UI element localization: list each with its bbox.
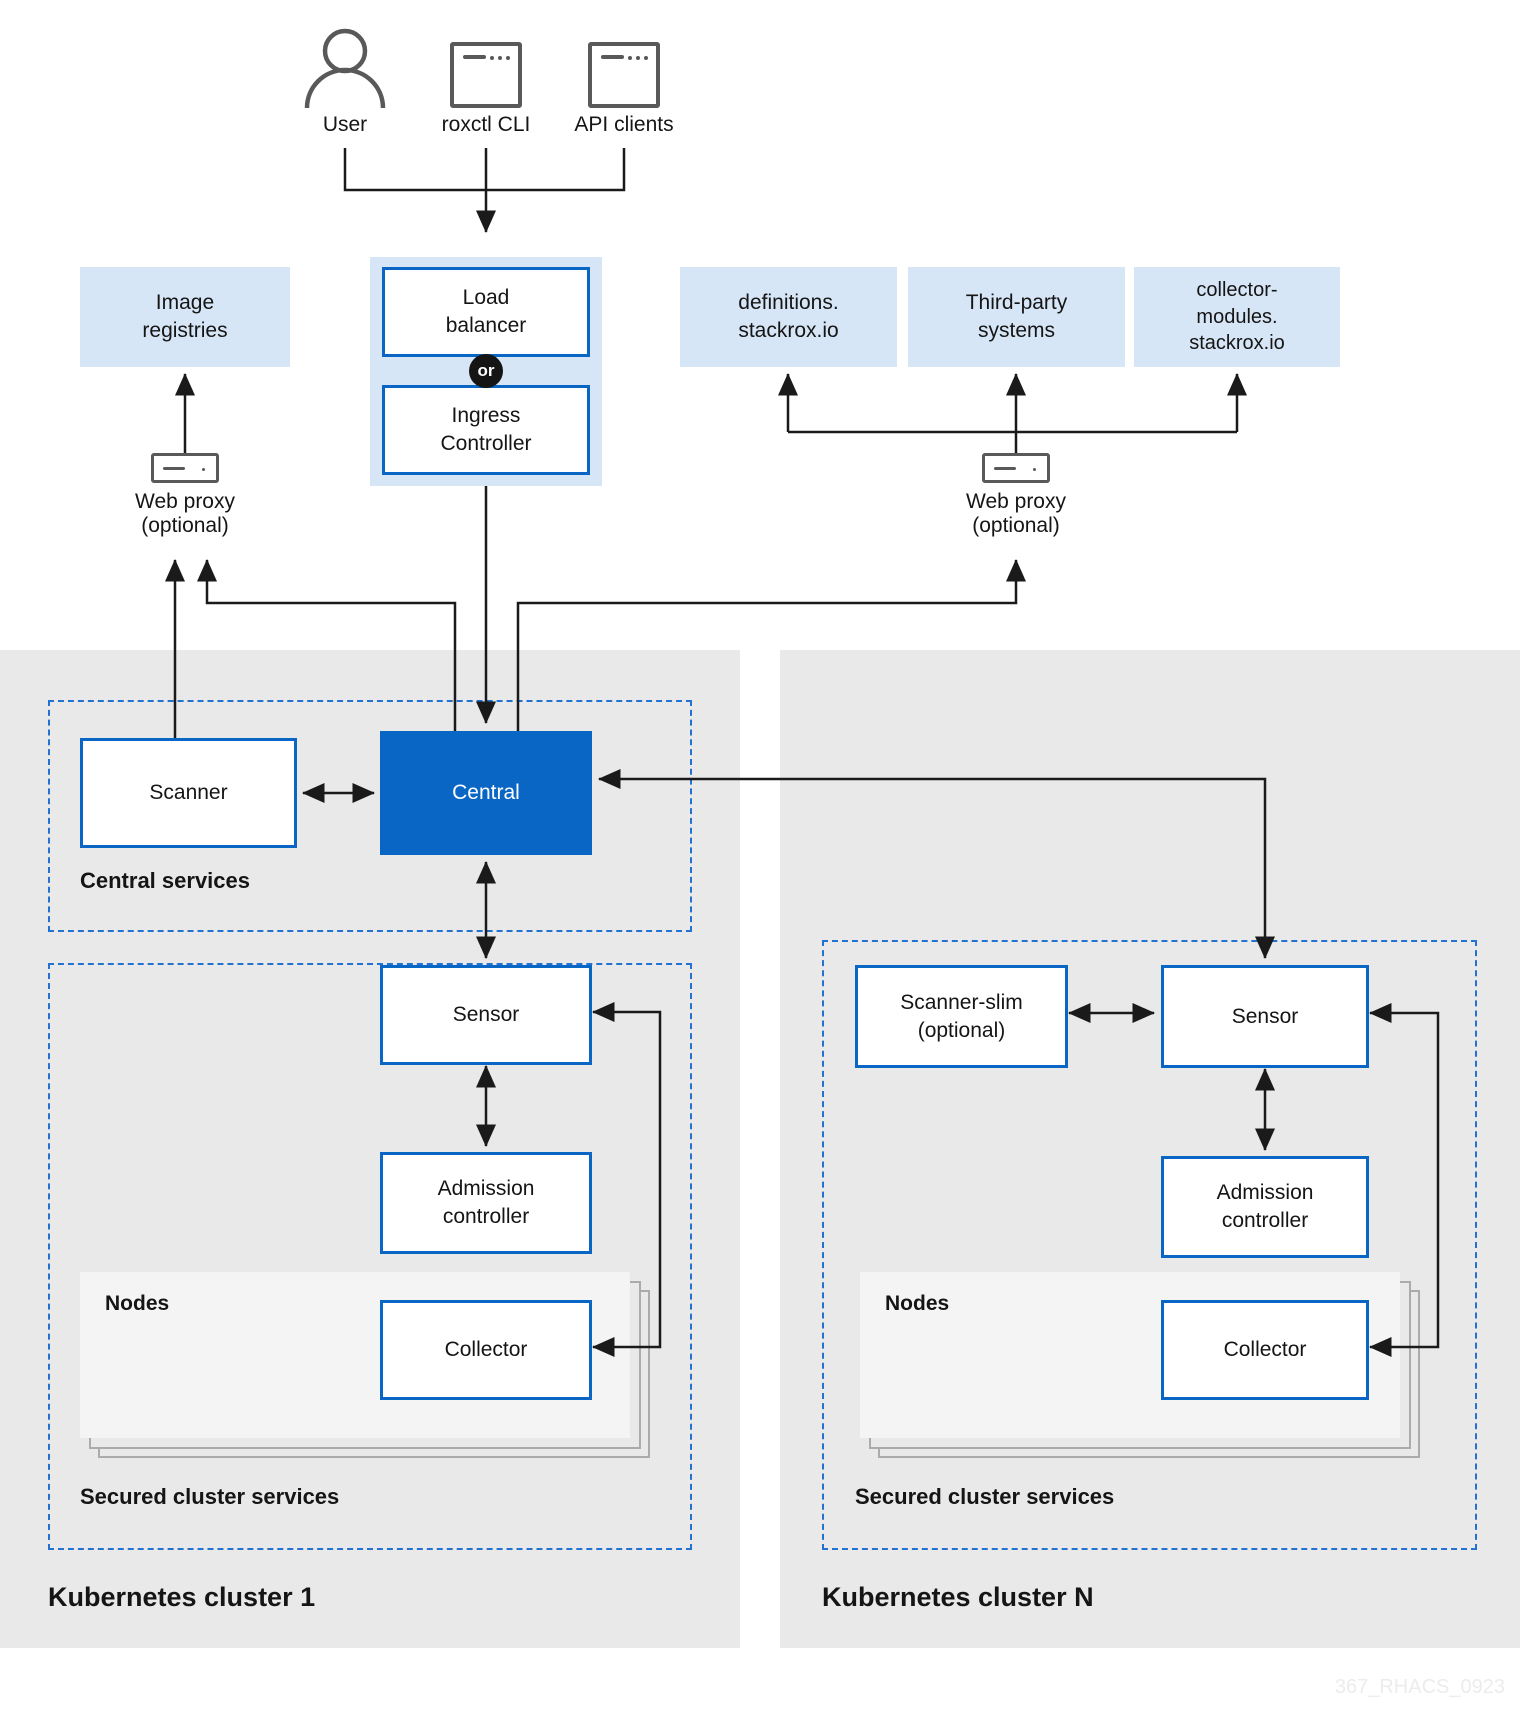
third-party-label: Third-party bbox=[965, 291, 1068, 315]
third-party-systems-box: Third-party systems bbox=[908, 267, 1125, 367]
watermark-text: 367_RHACS_0923 bbox=[1334, 1676, 1505, 1698]
ingress-controller-label: Ingress bbox=[451, 404, 521, 428]
cluster1-title: Kubernetes cluster 1 bbox=[48, 1582, 316, 1612]
central-services-label: Central services bbox=[80, 868, 250, 893]
load-balancer-box: Load balancer bbox=[382, 267, 590, 357]
clusterN-nodes-label: Nodes bbox=[885, 1292, 950, 1315]
web-proxy-right-label: Web proxy (optional) bbox=[966, 490, 1066, 538]
cluster1-collector-box: Collector bbox=[380, 1300, 592, 1400]
user-shoulders bbox=[304, 67, 386, 109]
clusterN-title: Kubernetes cluster N bbox=[822, 1582, 1094, 1612]
definitions-stackrox-box: definitions. stackrox.io bbox=[680, 267, 897, 367]
clusterN-collector-box: Collector bbox=[1161, 1300, 1369, 1400]
user-icon bbox=[304, 28, 386, 109]
user-head bbox=[322, 28, 368, 74]
web-proxy-left-icon bbox=[151, 453, 219, 483]
proxy-dash bbox=[163, 467, 185, 470]
clusterN-secured-label: Secured cluster services bbox=[855, 1484, 1115, 1509]
proxy-dot bbox=[1033, 468, 1036, 471]
scanner-box: Scanner bbox=[80, 738, 297, 848]
clusterN-admission-box: Admission controller bbox=[1161, 1156, 1369, 1258]
connector-actors-merge bbox=[343, 148, 626, 192]
ingress-controller-box: Ingress Controller bbox=[382, 385, 590, 475]
or-badge: or bbox=[469, 354, 503, 388]
roxctl-cli-label: roxctl CLI bbox=[441, 113, 531, 136]
cluster1-admission-box: Admission controller bbox=[380, 1152, 592, 1254]
window-dots bbox=[490, 56, 510, 60]
load-balancer-label: Load bbox=[462, 286, 510, 310]
api-clients-icon bbox=[588, 42, 660, 108]
web-proxy-left-label: Web proxy (optional) bbox=[135, 490, 235, 538]
proxy-dash bbox=[994, 467, 1016, 470]
web-proxy-right-icon bbox=[982, 453, 1050, 483]
cluster1-secured-label: Secured cluster services bbox=[80, 1484, 340, 1509]
clusterN-sensor-box: Sensor bbox=[1161, 965, 1369, 1068]
secured-cluster1-boundary bbox=[48, 963, 692, 1550]
central-box: Central bbox=[380, 731, 592, 855]
roxctl-cli-icon bbox=[450, 42, 522, 108]
user-label: User bbox=[322, 113, 368, 136]
cluster1-nodes-label: Nodes bbox=[105, 1292, 170, 1315]
window-titlebar-line bbox=[463, 55, 486, 59]
collector-modules-box: collector- modules. stackrox.io bbox=[1134, 267, 1340, 367]
cluster1-sensor-box: Sensor bbox=[380, 965, 592, 1065]
collector-modules-label: collector- bbox=[1196, 279, 1278, 302]
image-registries-box: Image registries bbox=[80, 267, 290, 367]
clusterN-scanner-slim-box: Scanner-slim (optional) bbox=[855, 965, 1068, 1068]
window-dots bbox=[628, 56, 648, 60]
definitions-label: definitions. bbox=[738, 291, 839, 315]
image-registries-label: Image bbox=[155, 291, 215, 315]
window-titlebar-line bbox=[601, 55, 624, 59]
api-clients-label: API clients bbox=[574, 113, 674, 136]
proxy-dot bbox=[202, 468, 205, 471]
